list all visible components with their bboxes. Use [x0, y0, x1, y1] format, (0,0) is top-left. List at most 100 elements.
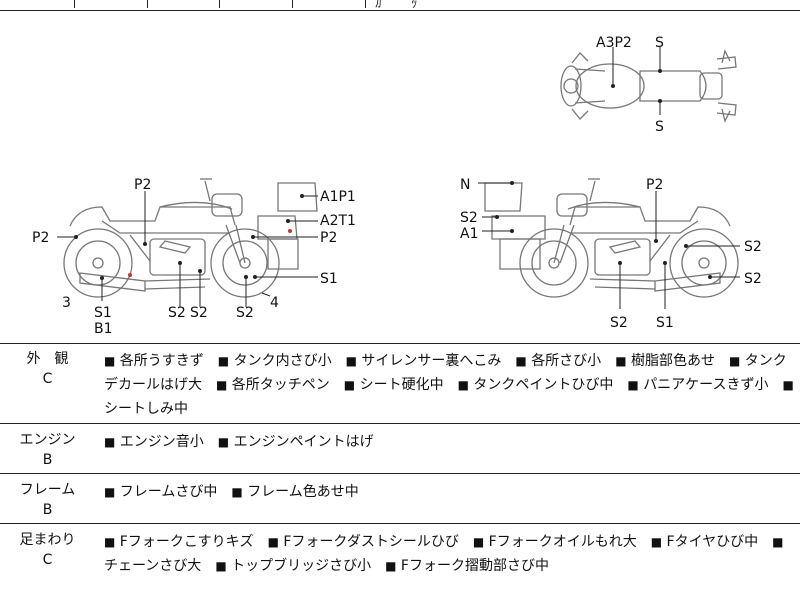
condition-item: ■ 各所さび小 [515, 353, 601, 369]
condition-item-text: Fフォーク摺動部さび中 [400, 558, 549, 574]
category-label: 足まわり [19, 532, 76, 548]
condition-items: ■ フレームさび中 ■ フレーム色あせ中 [104, 480, 794, 504]
header-row-fragment: ｶﾞ ﾞ ﾟ ｯ [0, 0, 800, 11]
right-side-view-motorcycle [484, 178, 739, 298]
bullet-square-icon: ■ [343, 378, 356, 392]
diagram-label: A3P2 [596, 35, 632, 51]
category-cell: フレーム B [0, 474, 95, 520]
condition-item-text: タンクデカールはげ大 [104, 353, 787, 393]
bullet-square-icon: ■ [231, 485, 243, 499]
condition-item: ■ タンクペイントひび中 [458, 377, 614, 393]
condition-row-engine: エンジン B ■ エンジン音小 ■ エンジンペイントはげ [0, 424, 800, 474]
diagram-label: P2 [32, 230, 49, 246]
category-cell: エンジン B [0, 424, 95, 470]
damage-diagram: A3P2 S S P2 A1P1 A2T1 P2 P2 S1 3 S1 B1 S… [0, 10, 800, 344]
diagram-label: S2 [610, 315, 628, 331]
diagram-label: A1 [460, 226, 478, 242]
condition-item-text: エンジン音小 [119, 434, 204, 450]
left-side-view-motorcycle [63, 178, 318, 298]
condition-item-text: フレームさび中 [119, 484, 218, 500]
condition-row-suspension: 足まわり C ■ Fフォークこすりキズ ■ Fフォークダストシールひび ■ Fフ… [0, 524, 800, 600]
bullet-square-icon: ■ [650, 535, 663, 549]
condition-items: ■ エンジン音小 ■ エンジンペイントはげ [104, 430, 794, 454]
diagram-label: S2 [460, 210, 478, 226]
condition-item: ■ 各所タッチペン [216, 377, 330, 393]
motorcycle-diagram-svg: A3P2 S S P2 A1P1 A2T1 P2 P2 S1 3 S1 B1 S… [32, 35, 762, 337]
condition-item: ■ Fタイヤひび中 [651, 534, 758, 550]
condition-item-text: Fフォークダストシールひび [283, 534, 459, 550]
condition-item: ■ エンジン音小 [104, 434, 204, 450]
condition-row-frame: フレーム B ■ フレームさび中 ■ フレーム色あせ中 [0, 474, 800, 524]
grade-label: B [42, 502, 53, 518]
bullet-square-icon: ■ [472, 535, 485, 549]
condition-item: ■ トップブリッジさび小 [215, 558, 371, 574]
diagram-label: P2 [134, 177, 151, 193]
condition-item-text: パニアケースきず小 [643, 377, 769, 393]
condition-item: ■ フレームさび中 [104, 484, 217, 500]
bullet-square-icon: ■ [217, 435, 230, 449]
diagram-label: S1 [656, 315, 674, 331]
condition-item: ■ フレーム色あせ中 [231, 484, 358, 500]
header-cell [219, 0, 293, 8]
top-view-motorcycle [560, 49, 737, 123]
diagram-label: A2T1 [320, 213, 356, 229]
condition-item-text: トップブリッジさび小 [231, 558, 372, 574]
category-label: 外 観 [26, 351, 69, 367]
bullet-square-icon: ■ [782, 378, 794, 392]
bullet-square-icon: ■ [345, 354, 357, 368]
category-cell: 外 観 C [0, 343, 95, 389]
diagram-label: 4 [270, 295, 279, 311]
bullet-square-icon: ■ [385, 559, 397, 573]
condition-item: ■ シートしみ中 [104, 377, 794, 417]
condition-item-text: 各所うすきず [119, 353, 204, 369]
condition-item: ■ タンク内さび小 [218, 353, 332, 369]
condition-item: ■ 各所うすきず [104, 353, 204, 369]
condition-item-text: Fフォークオイルもれ大 [488, 534, 637, 550]
bullet-square-icon: ■ [215, 559, 227, 573]
bullet-square-icon: ■ [104, 535, 116, 549]
bullet-square-icon: ■ [216, 378, 228, 392]
condition-item-text: シートしみ中 [104, 401, 188, 417]
condition-item-text: Fタイヤひび中 [666, 534, 759, 550]
bullet-square-icon: ■ [728, 354, 741, 368]
diagram-label: S [655, 35, 664, 51]
grade-label: C [42, 552, 53, 568]
condition-item: ■ 樹脂部色あせ [615, 353, 715, 369]
bullet-square-icon: ■ [104, 354, 116, 368]
diagram-label: N [460, 177, 470, 193]
condition-item-text: フレーム色あせ中 [247, 484, 359, 500]
diagram-label: S2 [190, 305, 208, 321]
condition-item-text: 樹脂部色あせ [630, 353, 715, 369]
bullet-square-icon: ■ [627, 378, 639, 392]
condition-item-text: シート硬化中 [359, 377, 444, 393]
category-cell: 足まわり C [0, 524, 95, 570]
condition-row-exterior: 外 観 C ■ 各所うすきず ■ タンク内さび小 ■ サイレンサー裏へこみ ■ … [0, 343, 800, 424]
diagram-label: P2 [320, 230, 337, 246]
condition-item: ■ シート硬化中 [344, 377, 444, 393]
header-cell [147, 0, 220, 8]
condition-item-text: タンクペイントひび中 [473, 377, 614, 393]
bullet-square-icon: ■ [515, 354, 527, 368]
condition-item-text: Fフォークこすりキズ [119, 534, 254, 550]
bullet-square-icon: ■ [104, 485, 116, 499]
leader-lines [57, 47, 740, 309]
diagram-label: S2 [236, 305, 254, 321]
diagram-label: S1 [320, 271, 338, 287]
condition-item-text: タンク内さび小 [233, 353, 332, 369]
condition-item-text: チェーンさび大 [104, 558, 202, 574]
condition-item: ■ タンクデカールはげ大 [104, 353, 787, 393]
condition-item-text: 各所タッチペン [231, 377, 330, 393]
diagram-label: 3 [62, 295, 71, 311]
diagram-label: S2 [168, 305, 186, 321]
condition-item-text: エンジンペイントはげ [233, 434, 374, 450]
condition-item: ■ Fフォークオイルもれ大 [473, 534, 637, 550]
condition-item: ■ チェーンさび大 [104, 534, 784, 574]
diagram-label: S [655, 119, 664, 135]
diagram-label: S2 [744, 239, 762, 255]
damage-markers [74, 69, 712, 280]
diagram-label: S1 [94, 305, 112, 321]
bullet-square-icon: ■ [267, 535, 279, 549]
diagram-label: A1P1 [320, 189, 356, 205]
condition-item-text: サイレンサー裏へこみ [361, 353, 502, 369]
